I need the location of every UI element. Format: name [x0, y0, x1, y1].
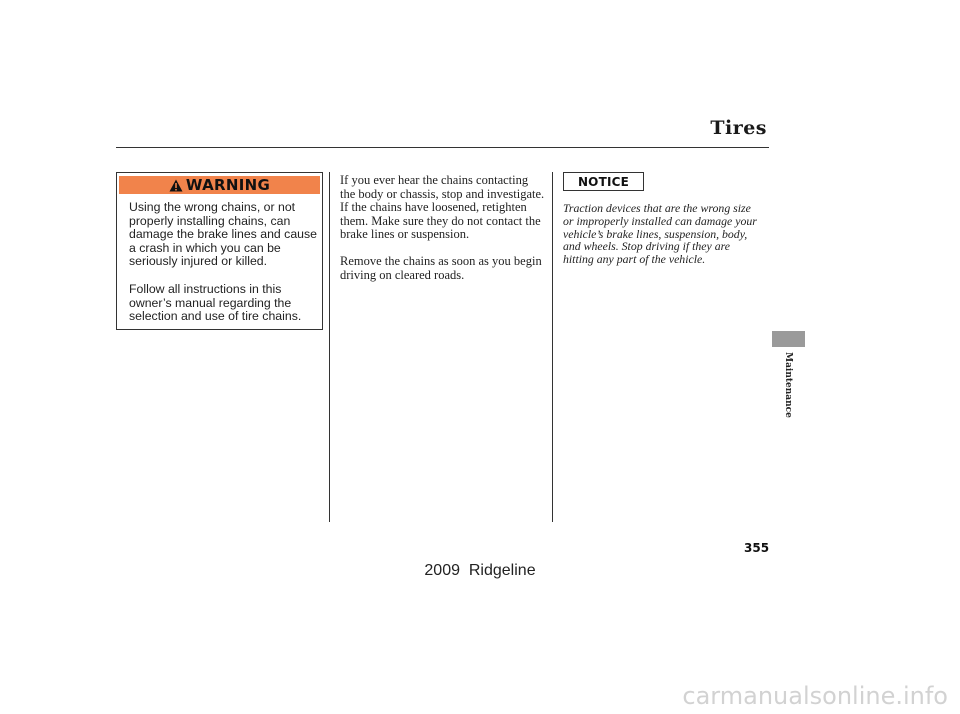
body-text: If you ever hear the chains contacting t…: [340, 173, 545, 295]
warning-text: Using the wrong chains, or not properly …: [129, 200, 319, 338]
notice-label: NOTICE: [577, 174, 630, 189]
notice-box: NOTICE: [563, 172, 644, 191]
column-divider-2: [552, 172, 553, 522]
header-rule: [116, 147, 769, 148]
warning-label: WARNING: [185, 176, 271, 194]
model-name: 2009 Ridgeline: [424, 562, 536, 579]
section-tab: [772, 331, 805, 347]
warning-box: WARNING Using the wrong chains, or not p…: [116, 172, 323, 330]
notice-text: Traction devices that are the wrong size…: [563, 201, 757, 267]
section-label: Maintenance: [783, 352, 793, 418]
warning-paragraph: Follow all instructions in this owner’s …: [129, 281, 302, 324]
page-number: 355: [744, 541, 770, 555]
body-paragraph: If you ever hear the chains contacting t…: [340, 173, 545, 242]
warning-paragraph: Using the wrong chains, or not properly …: [129, 200, 317, 269]
body-paragraph: Remove the chains as soon as you begin d…: [340, 253, 542, 282]
watermark: carmanualsonline.info: [682, 682, 948, 710]
warning-triangle-icon: [169, 179, 183, 191]
column-divider-1: [329, 172, 330, 522]
model-footer: 2009 Ridgeline: [0, 562, 960, 580]
warning-header: WARNING: [119, 176, 320, 194]
page-title: Tires: [710, 117, 767, 139]
